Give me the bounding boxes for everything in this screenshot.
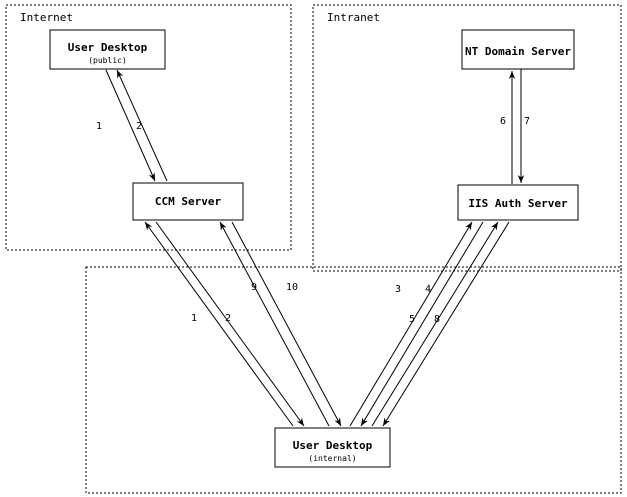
node-user-desktop-public-box[interactable] [49,29,166,70]
edge-4-line [155,221,305,427]
edge-label-4: 4 [425,284,431,295]
edge-3-line [144,221,294,427]
edge-label-1-public: 1 [96,121,102,132]
zone-internet: Internet [5,4,292,251]
edge-group-iis-ntdomain: 6 7 [500,69,530,184]
node-nt-domain-server-title: NT Domain Server [465,45,571,58]
zone-intranet-label: Intranet [327,11,380,24]
node-user-desktop-public-title: User Desktop [68,41,148,54]
node-user-desktop-internal-title: User Desktop [293,439,373,452]
node-iis-auth-server-box[interactable] [457,184,579,221]
zone-internal-border [85,266,622,494]
edge-1-line [105,69,156,182]
node-nt-domain-server[interactable]: NT Domain Server [461,29,575,70]
edge-label-2-public: 2 [136,121,142,132]
node-user-desktop-internal-box[interactable] [274,427,391,468]
edge-label-6: 6 [500,116,506,127]
edge-8-line [382,221,510,427]
zone-intranet-border [312,4,622,272]
edge-label-5: 5 [409,314,415,325]
node-user-desktop-public-subtitle: (public) [88,56,127,65]
edge-4-iis-line [360,221,484,427]
edge-5-line [371,221,499,427]
node-nt-domain-server-box[interactable] [461,29,575,70]
edge-9-line [219,221,330,427]
node-ccm-server-title: CCM Server [155,195,222,208]
edge-label-9: 9 [251,282,257,293]
node-ccm-server-box[interactable] [132,182,244,221]
edge-label-3: 3 [395,284,401,295]
zone-intranet: Intranet [312,4,622,272]
edge-3-iis-line [349,221,473,427]
zone-internal-network [85,266,622,494]
edge-group-internal-ccm-910: 9 10 [219,221,342,427]
node-user-desktop-internal[interactable]: User Desktop (internal) [274,427,391,468]
node-ccm-server[interactable]: CCM Server [132,182,244,221]
edge-label-8: 8 [434,314,440,325]
edge-label-2-internal: 2 [225,313,231,324]
zone-internet-border [5,4,292,251]
node-user-desktop-internal-subtitle: (internal) [308,454,356,463]
edge-group-public-ccm: 1 2 [96,69,168,182]
edge-group-internal-iis-34: 3 4 [349,221,484,427]
node-iis-auth-server-title: IIS Auth Server [468,197,568,210]
node-iis-auth-server[interactable]: IIS Auth Server [457,184,579,221]
edge-10-line [231,221,342,427]
edge-group-internal-iis-58: 5 8 [371,221,510,427]
edge-2-line [116,69,168,182]
zone-internet-label: Internet [20,11,73,24]
edge-label-7: 7 [524,116,530,127]
edge-label-1-internal: 1 [191,313,197,324]
edge-label-10: 10 [286,282,298,293]
edge-group-internal-ccm-12: 1 2 [144,221,305,427]
node-user-desktop-public[interactable]: User Desktop (public) [49,29,166,70]
